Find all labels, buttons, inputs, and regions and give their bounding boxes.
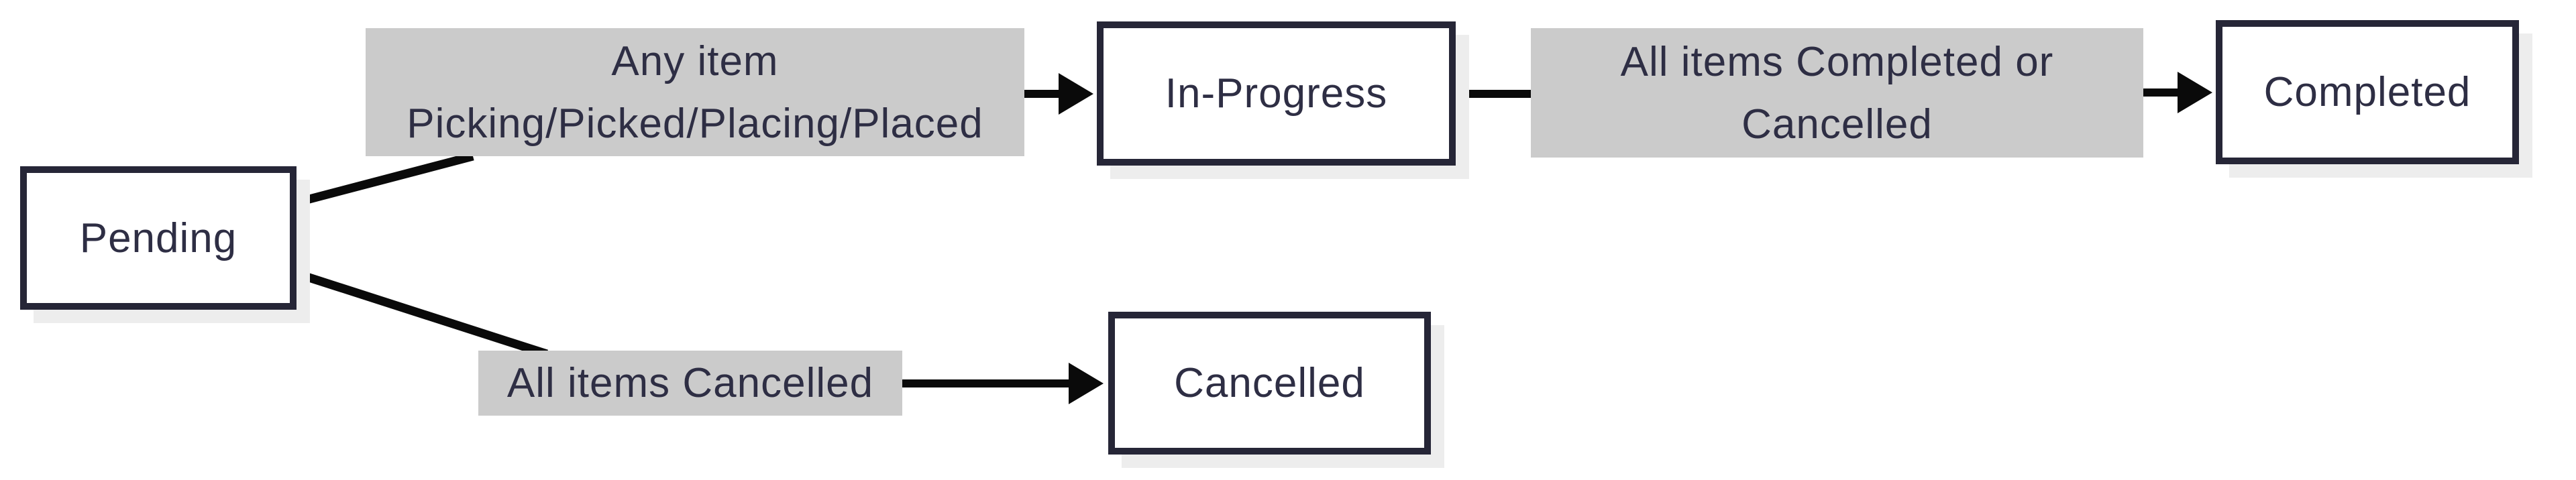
state-node-cancelled: Cancelled bbox=[1108, 312, 1431, 455]
edge-label-line: Picking/Picked/Placing/Placed bbox=[407, 100, 983, 147]
edge-label-line: All items Cancelled bbox=[506, 360, 874, 406]
edge-label-all-items-cancelled: All items Cancelled bbox=[478, 351, 902, 416]
edge-line-pending-to-anyitem bbox=[295, 152, 474, 207]
arrowhead-icon bbox=[1059, 73, 1093, 115]
edge-label-line: Any item bbox=[611, 38, 779, 84]
arrowhead-icon bbox=[1069, 363, 1104, 404]
state-node-label: In-Progress bbox=[1165, 70, 1388, 117]
edge-label-line: All items Completed or bbox=[1620, 38, 2054, 85]
edge-label-all-items-completed-or-cancelled: All items Completed or Cancelled bbox=[1531, 28, 2143, 158]
state-node-label: Cancelled bbox=[1174, 360, 1365, 406]
edge-label-line: Cancelled bbox=[1741, 101, 1933, 147]
state-node-in-progress: In-Progress bbox=[1097, 21, 1456, 166]
arrowhead-icon bbox=[2178, 72, 2212, 113]
state-node-label: Pending bbox=[79, 215, 237, 261]
edge-line-pending-to-allcancelled bbox=[295, 269, 548, 359]
state-node-label: Completed bbox=[2263, 69, 2471, 115]
edge-label-any-item: Any item Picking/Picked/Placing/Placed bbox=[366, 28, 1024, 156]
state-node-pending: Pending bbox=[20, 166, 297, 310]
state-node-completed: Completed bbox=[2216, 20, 2519, 164]
